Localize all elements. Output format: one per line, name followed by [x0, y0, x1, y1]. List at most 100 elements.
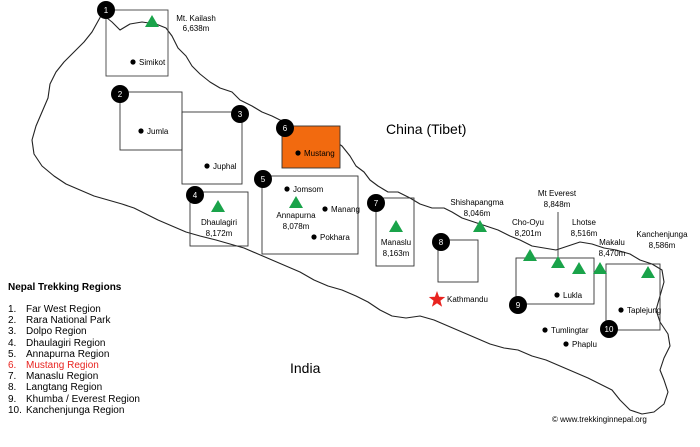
peak-icon-manaslu — [389, 220, 403, 232]
region-box-2[interactable] — [119, 91, 183, 151]
legend-item[interactable]: 2.Rara National Park — [8, 315, 208, 326]
town-dot-juphal — [204, 163, 210, 169]
legend-item-label: Khumba / Everest Region — [26, 393, 140, 405]
peak-icon-kailash — [145, 15, 159, 27]
peak-height-shishapangma: 8,046m — [464, 209, 491, 218]
peak-height-lhotse: 8,516m — [571, 229, 598, 238]
town-dot-tumlingtar — [542, 327, 548, 333]
region-box-3[interactable] — [181, 111, 243, 185]
capital-label: Kathmandu — [447, 295, 488, 304]
town-dot-jumla — [138, 128, 144, 134]
region-badge-5[interactable] — [254, 170, 272, 188]
town-label-pokhara: Pokhara — [320, 233, 350, 242]
region-badge-10[interactable] — [600, 320, 618, 338]
legend-item-label: Annapurna Region — [26, 348, 110, 360]
region-box-9[interactable] — [515, 257, 595, 305]
peak-icon-dhaulagiri — [211, 200, 225, 212]
region-badge-7-label: 7 — [374, 199, 379, 208]
legend-item-number: 7. — [8, 371, 17, 383]
region-box-1[interactable] — [105, 9, 169, 77]
region-badge-4[interactable] — [186, 186, 204, 204]
town-dot-lukla — [554, 292, 560, 298]
legend-title: Nepal Trekking Regions — [8, 282, 122, 293]
legend-item-number: 9. — [8, 393, 17, 405]
peak-labels: Mt. Kailash 6,638m Dhaulagiri 8,172m Ann… — [176, 14, 688, 258]
legend-item-label: Manaslu Region — [26, 371, 99, 383]
peak-markers — [145, 15, 655, 278]
town-label-jumla: Jumla — [147, 127, 169, 136]
legend-item-label: Dolpo Region — [26, 326, 87, 338]
legend-item[interactable]: 8.Langtang Region — [8, 382, 208, 393]
legend-item-number: 4. — [8, 337, 17, 349]
region-badge-5-label: 5 — [261, 175, 266, 184]
legend-item-label: Mustang Region — [26, 359, 99, 371]
legend-item[interactable]: 5. Annapurna Region — [8, 349, 208, 360]
region-box-8[interactable] — [437, 239, 479, 283]
legend-item[interactable]: 1. Far West Region — [8, 304, 208, 315]
region-badge-1[interactable] — [97, 1, 115, 19]
region-badge-3-label: 3 — [238, 110, 243, 119]
region-badge-6-label: 6 — [283, 124, 288, 133]
town-label-jomsom: Jomsom — [293, 185, 324, 194]
peak-height-dhaulagiri: 8,172m — [206, 229, 233, 238]
town-dots — [130, 59, 624, 347]
region-box-4[interactable] — [189, 191, 249, 247]
region-badges: 1 2 3 4 5 6 7 8 9 10 — [97, 1, 618, 338]
peak-icon-kanchenjunga — [641, 266, 655, 278]
peak-height-manaslu: 8,163m — [383, 249, 410, 258]
region-badge-10-label: 10 — [605, 325, 614, 334]
town-label-manang: Manang — [331, 205, 360, 214]
region-badge-1-label: 1 — [104, 6, 109, 15]
town-label-phaplu: Phaplu — [572, 340, 597, 349]
peak-icon-makalu — [593, 262, 607, 274]
peak-name-cho-oyu: Cho-Oyu — [512, 218, 544, 227]
region-badge-6[interactable] — [276, 119, 294, 137]
legend-item[interactable]: 4.Dhaulagiri Region — [8, 338, 208, 349]
region-badge-7[interactable] — [367, 194, 385, 212]
legend-item[interactable]: 9. Khumba / Everest Region — [8, 394, 208, 405]
peak-icon-annapurna — [289, 196, 303, 208]
region-box-5[interactable] — [261, 175, 359, 255]
region-box-10[interactable] — [605, 263, 661, 331]
peak-name-makalu: Makalu — [599, 238, 625, 247]
town-label-lukla: Lukla — [563, 291, 583, 300]
peak-name-shishapangma: Shishapangma — [450, 198, 504, 207]
town-dot-mustang — [295, 150, 301, 156]
legend: Nepal Trekking Regions 1. Far West Region… — [8, 282, 208, 416]
region-badge-2[interactable] — [111, 85, 129, 103]
town-dot-phaplu — [563, 341, 569, 347]
peak-name-manaslu: Manaslu — [381, 238, 411, 247]
region-box-7[interactable] — [375, 197, 415, 267]
legend-item[interactable]: 3.Dolpo Region — [8, 326, 208, 337]
town-dot-simikot — [130, 59, 136, 65]
region-badge-4-label: 4 — [193, 191, 198, 200]
legend-item-label: Far West Region — [26, 304, 101, 315]
legend-item-number: 2. — [8, 315, 17, 327]
region-badge-9-label: 9 — [516, 301, 521, 310]
town-label-taplejung: Taplejung — [627, 306, 661, 315]
legend-item-number: 5. — [8, 348, 17, 360]
peak-icon-lhotse — [572, 262, 586, 274]
capital-star-icon — [428, 291, 446, 307]
legend-item[interactable]: 10.Kanchenjunga Region — [8, 405, 208, 416]
legend-item-label: Kanchenjunga Region — [26, 404, 125, 416]
peak-name-lhotse: Lhotse — [572, 218, 597, 227]
peak-name-kailash: Mt. Kailash — [176, 14, 216, 23]
legend-item[interactable]: 7. Manaslu Region — [8, 371, 208, 382]
region-badge-3[interactable] — [231, 105, 249, 123]
town-label-mustang: Mustang — [304, 149, 335, 158]
legend-item-label: Langtang Region — [26, 382, 103, 394]
region-badge-9[interactable] — [509, 296, 527, 314]
peak-name-kanchenjunga: Kanchenjunga — [636, 230, 688, 239]
peak-icon-shishapangma — [473, 220, 487, 232]
peak-height-cho-oyu: 8,201m — [515, 229, 542, 238]
region-badge-8[interactable] — [432, 233, 450, 251]
peak-height-makalu: 8,470m — [599, 249, 626, 258]
region-badge-8-label: 8 — [439, 238, 444, 247]
town-label-tumlingtar: Tumlingtar — [551, 326, 589, 335]
peak-height-everest: 8,848m — [544, 200, 571, 209]
legend-item-number: 1. — [8, 304, 17, 315]
legend-item[interactable]: 6.Mustang Region — [8, 360, 208, 371]
